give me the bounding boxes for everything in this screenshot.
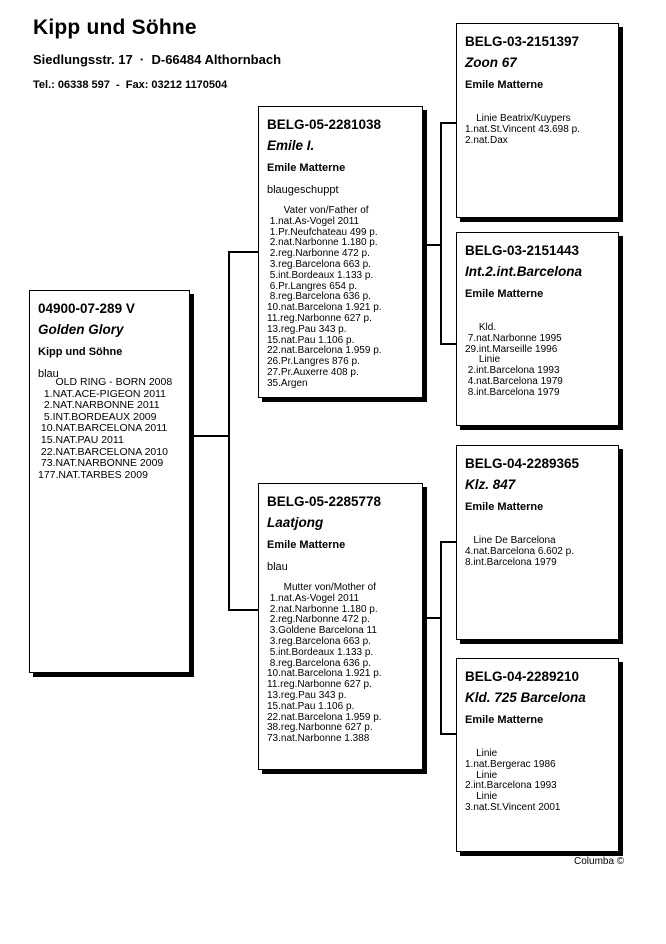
connector-to-sire: [228, 251, 258, 253]
pedigree-box-sire-dam: BELG-03-2151443 Int.2.int.Barcelona Emil…: [456, 232, 619, 426]
pedigree-box-dam: BELG-05-2285778 Laatjong Emile Matterne …: [258, 483, 423, 770]
owner-name: Emile Matterne: [267, 162, 346, 174]
pigeon-name: Golden Glory: [38, 322, 124, 337]
connector-sire-stem: [423, 244, 442, 246]
race-results: Linie 1.nat.Bergerac 1986 Linie 2.int.Ba…: [465, 748, 561, 813]
pigeon-name: Emile I.: [267, 138, 315, 153]
ring-number: BELG-04-2289365: [465, 456, 580, 471]
pedigree-box-dam-dam: BELG-04-2289210 Kld. 725 Barcelona Emile…: [456, 658, 619, 852]
pigeon-name: Laatjong: [267, 515, 324, 530]
columba-watermark: Columba ©: [574, 856, 625, 867]
pedigree-box-sire: BELG-05-2281038 Emile I. Emile Matterne …: [258, 106, 423, 398]
connector-to-dam-sire: [440, 541, 456, 543]
race-results: Line De Barcelona 4.nat.Barcelona 6.602 …: [465, 535, 574, 568]
breeder-name-title: Kipp und Söhne: [33, 16, 197, 39]
owner-name: Kipp und Söhne: [38, 346, 123, 358]
race-results: Linie Beatrix/Kuypers 1.nat.St.Vincent 4…: [465, 113, 580, 146]
pigeon-name: Int.2.int.Barcelona: [465, 264, 583, 279]
pigeon-name: Klz. 847: [465, 477, 516, 492]
connector-to-sire-dam: [440, 343, 456, 345]
connector-subject-stem: [190, 435, 230, 437]
ring-number: BELG-03-2151397: [465, 34, 580, 49]
race-results: Kld. 7.nat.Narbonne 1995 29.int.Marseill…: [465, 322, 563, 398]
connector-to-sire-sire: [440, 122, 456, 124]
ring-number: BELG-05-2285778: [267, 494, 382, 509]
connector-to-dam-dam: [440, 733, 456, 735]
pedigree-box-dam-sire: BELG-04-2289365 Klz. 847 Emile Matterne …: [456, 445, 619, 640]
ring-number: 04900-07-289 V: [38, 301, 135, 316]
breeder-contact: Tel.: 06338 597 - Fax: 03212 1170504: [33, 79, 228, 91]
plumage-color: blau: [267, 561, 288, 573]
pigeon-name: Zoon 67: [465, 55, 517, 70]
connector-left-vertical: [228, 251, 230, 611]
race-results: OLD RING - BORN 2008 1.NAT.ACE-PIGEON 20…: [38, 376, 173, 481]
ring-number: BELG-03-2151443: [465, 243, 580, 258]
ring-number: BELG-04-2289210: [465, 669, 580, 684]
pedigree-box-sire-sire: BELG-03-2151397 Zoon 67 Emile Matterne L…: [456, 23, 619, 218]
connector-dam-stem: [423, 617, 442, 619]
owner-name: Emile Matterne: [465, 714, 544, 726]
race-results: Vater von/Father of 1.nat.As-Vogel 2011 …: [267, 205, 382, 389]
breeder-address: Siedlungsstr. 17 · D-66484 Althornbach: [33, 52, 282, 67]
pedigree-box-subject: 04900-07-289 V Golden Glory Kipp und Söh…: [29, 290, 190, 673]
owner-name: Emile Matterne: [465, 79, 544, 91]
pigeon-name: Kld. 725 Barcelona: [465, 690, 586, 705]
plumage-color: blau: [38, 368, 59, 380]
connector-right-top-vertical: [440, 122, 442, 345]
ring-number: BELG-05-2281038: [267, 117, 382, 132]
owner-name: Emile Matterne: [267, 539, 346, 551]
owner-name: Emile Matterne: [465, 501, 544, 513]
plumage-color: blaugeschuppt: [267, 184, 339, 196]
owner-name: Emile Matterne: [465, 288, 544, 300]
connector-right-bottom-vertical: [440, 541, 442, 735]
connector-to-dam: [228, 609, 258, 611]
race-results: Mutter von/Mother of 1.nat.As-Vogel 2011…: [267, 582, 382, 745]
